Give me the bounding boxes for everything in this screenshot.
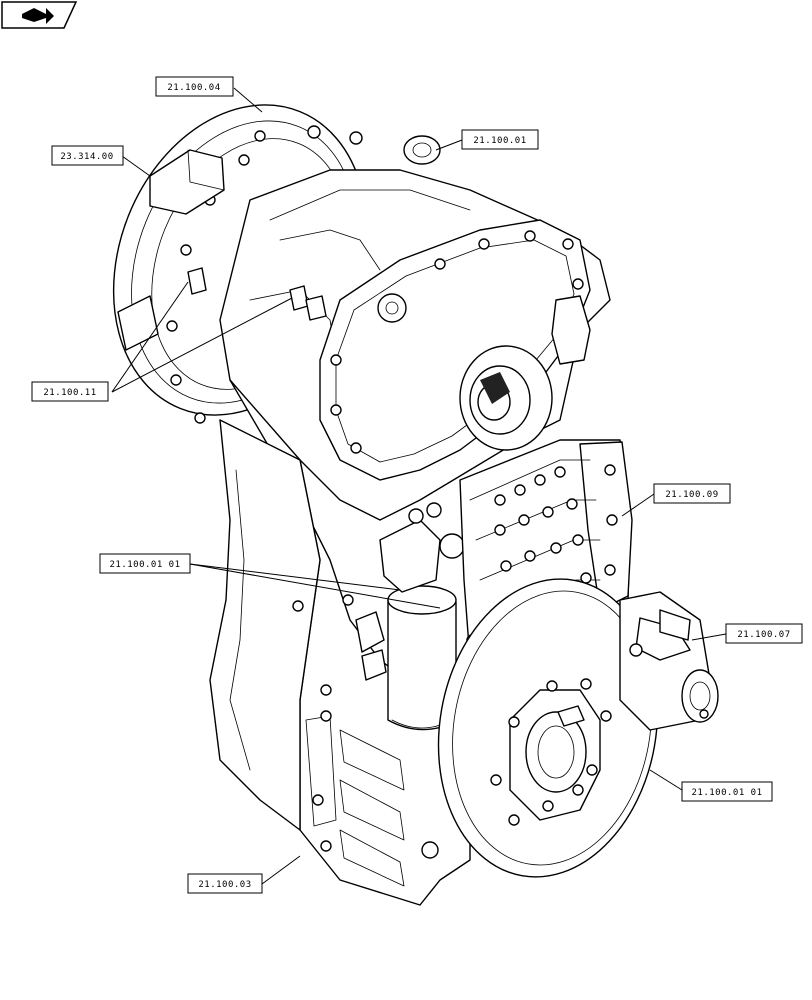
callout-label: 21.100.04 [167, 83, 220, 93]
callout-21-100-01-01-filter[interactable]: 21.100.01 01 [99, 553, 191, 574]
callout-21-100-07[interactable]: 21.100.07 [725, 623, 803, 644]
main-gearbox-case [219, 169, 611, 521]
callout-21-100-04[interactable]: 21.100.04 [155, 76, 234, 97]
callout-21-100-03[interactable]: 21.100.03 [187, 873, 263, 894]
callout-23-314-00[interactable]: 23.314.00 [51, 145, 124, 166]
transmission-illustration [112, 104, 719, 906]
callout-label: 23.314.00 [60, 152, 113, 162]
callout-21-100-11[interactable]: 21.100.11 [31, 381, 109, 402]
callout-label: 21.100.01 01 [691, 788, 762, 798]
oil-filter [355, 502, 465, 731]
output-shaft-housing [619, 591, 719, 731]
output-flange [437, 578, 659, 878]
leader-lines [111, 87, 727, 885]
nav-back-icon[interactable] [1, 1, 78, 29]
callout-21-100-01-01-flange[interactable]: 21.100.01 01 [681, 781, 773, 802]
flange-bolts [166, 125, 363, 424]
lifting-eye [403, 135, 441, 165]
callout-label: 21.100.09 [665, 490, 718, 500]
lower-housing [209, 379, 471, 906]
callout-21-100-01[interactable]: 21.100.01 [461, 129, 539, 150]
callout-label: 21.100.03 [198, 880, 251, 890]
sensor-plugs [187, 267, 327, 321]
callout-21-100-09[interactable]: 21.100.09 [653, 483, 731, 504]
callout-label: 21.100.01 [473, 136, 526, 146]
callout-label: 21.100.11 [43, 388, 96, 398]
callout-label: 21.100.07 [737, 630, 790, 640]
callout-label: 21.100.01 01 [109, 560, 180, 570]
